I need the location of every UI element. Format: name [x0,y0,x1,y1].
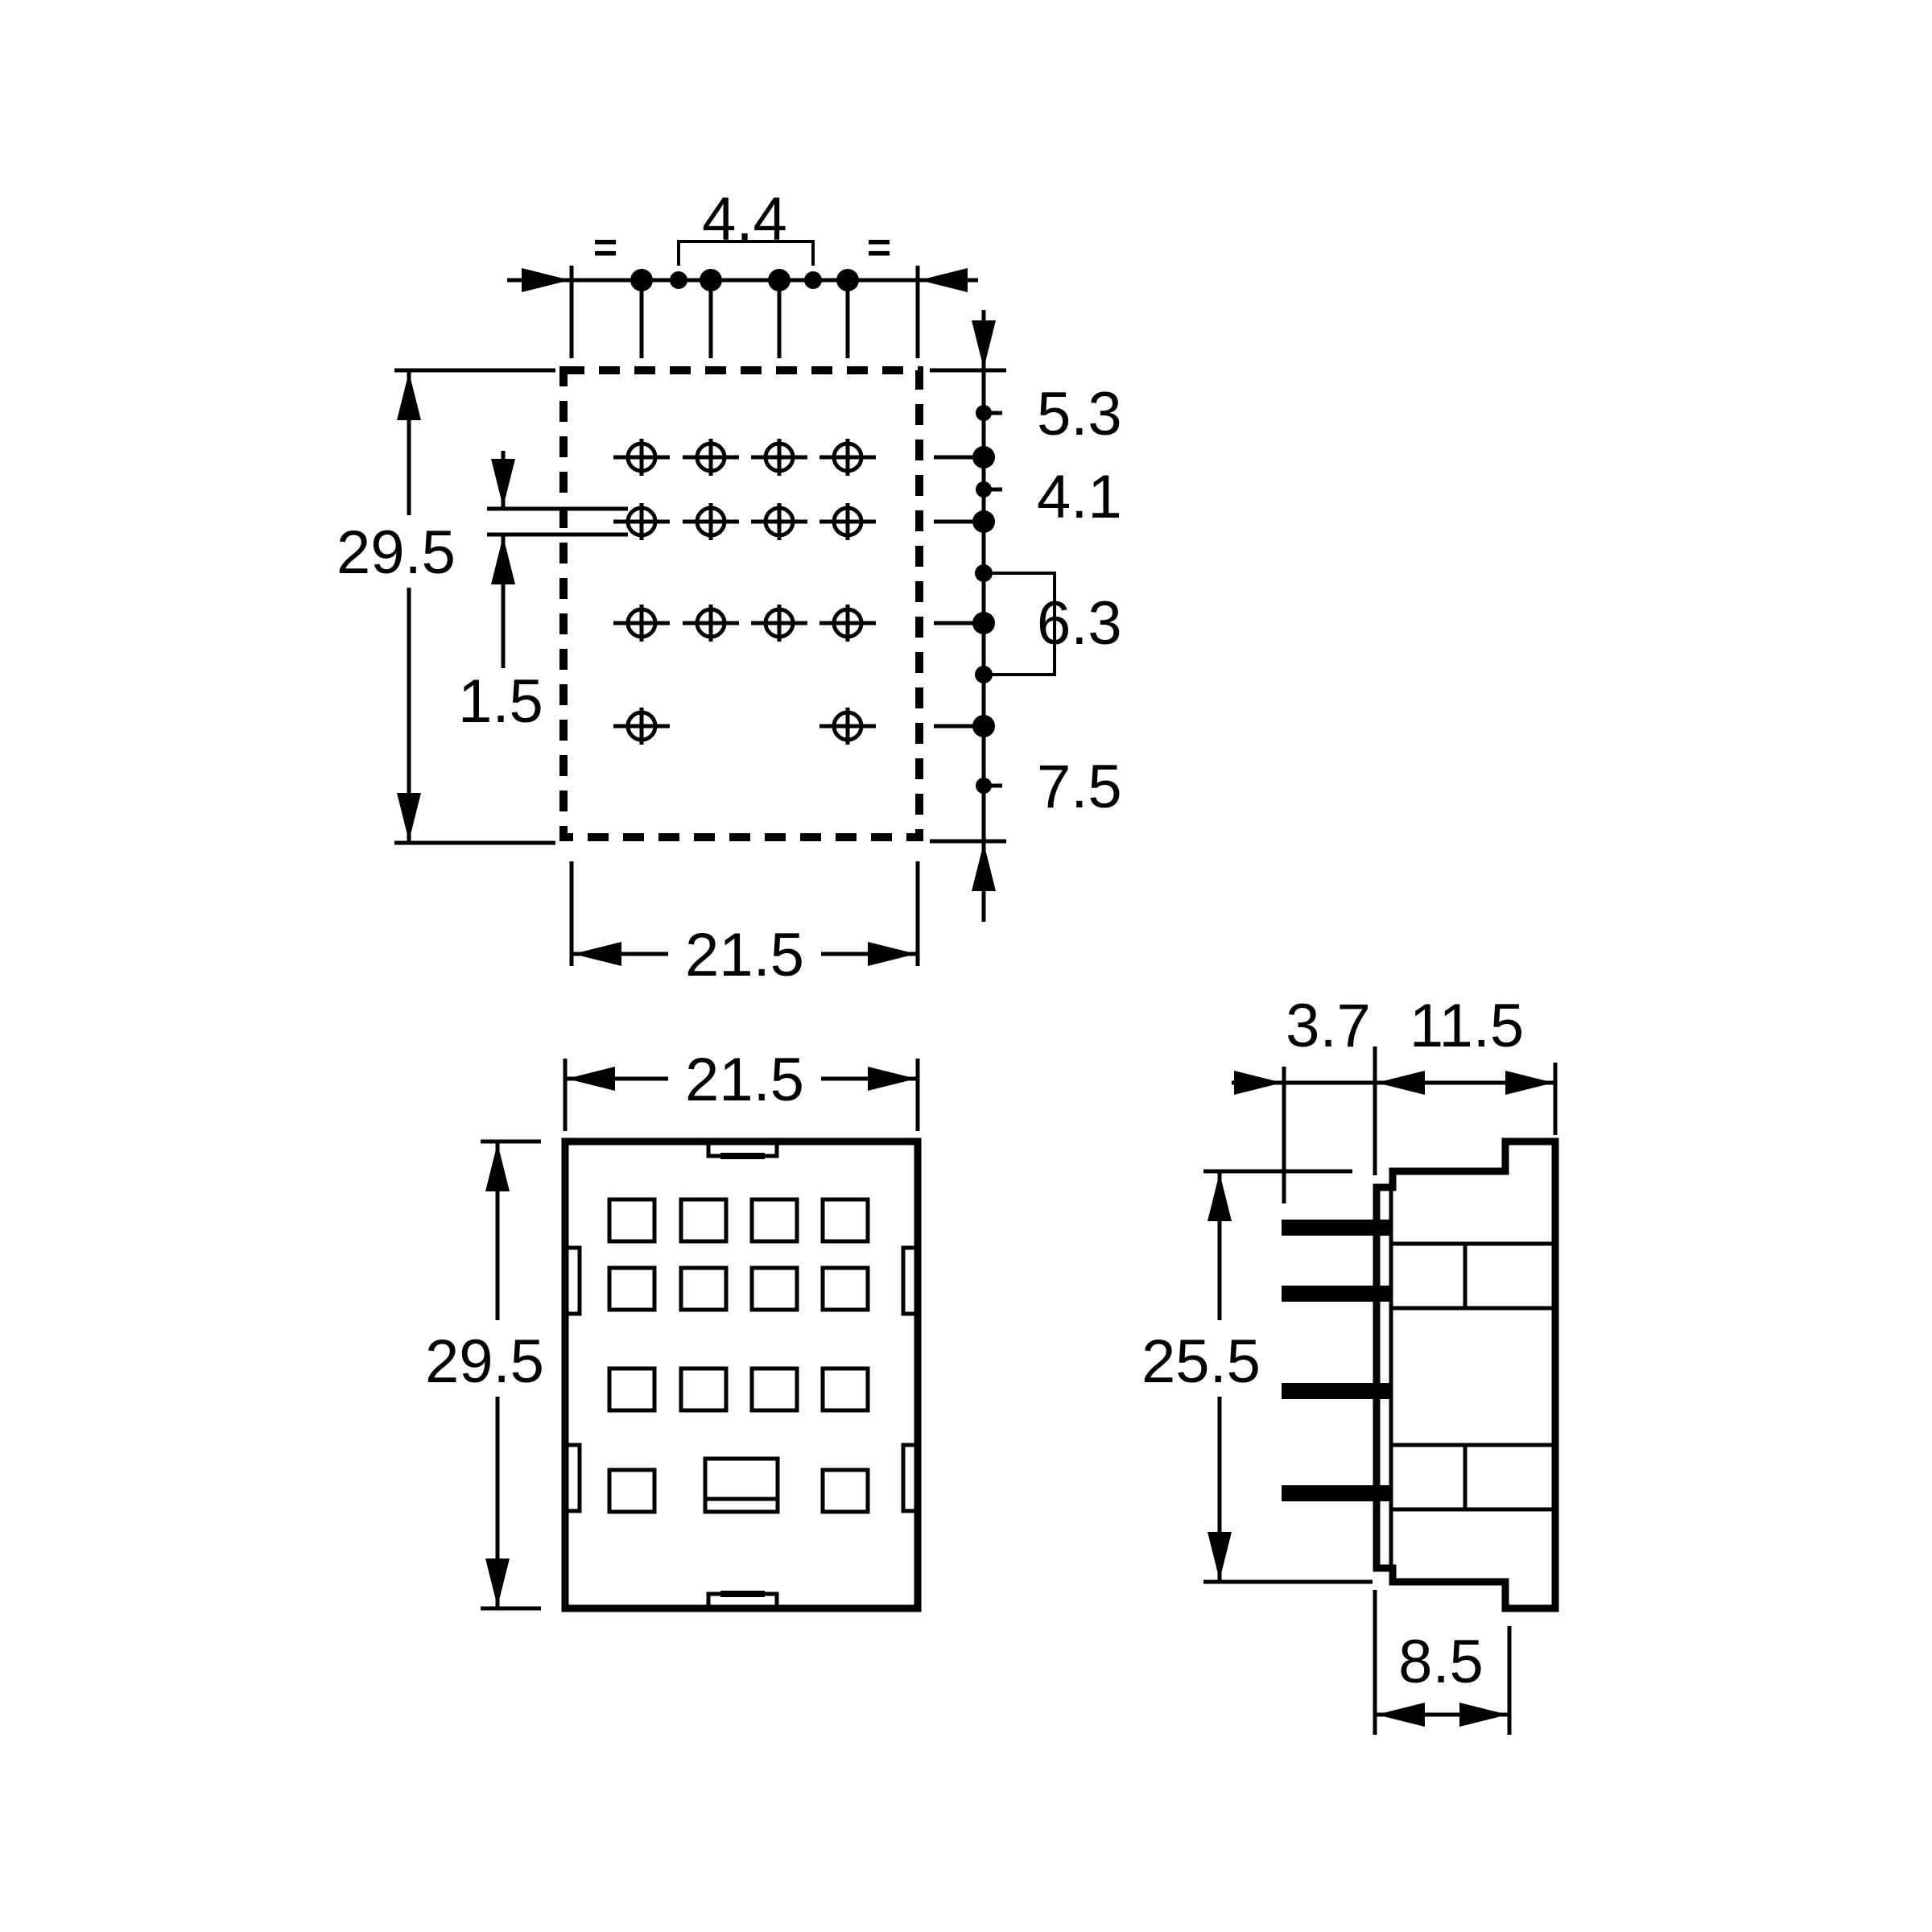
pin-hole [613,708,670,745]
pin-hole [819,708,876,745]
center-key-slot [703,1456,780,1514]
pitch-dimension-chain [507,240,978,358]
terminal-slot [679,1197,729,1244]
terminal-slot [820,1468,870,1514]
terminal-slot [607,1265,657,1312]
terminal-slot [607,1468,657,1514]
pad-spacing-label: 1.5 [458,667,543,736]
side-height-dimension [1203,1169,1373,1584]
pcb-height-label: 29.5 [336,518,456,587]
pcb-height-dimension [394,368,555,845]
side-compartments [1393,1241,1554,1512]
side-view [1203,1046,1559,1735]
terminal-slot [820,1366,870,1413]
equal-mark-left: = [593,225,617,271]
pin-hole [819,605,876,642]
pin-hole [613,503,670,540]
pin-hole [613,439,670,476]
pin-length-label: 3.7 [1286,992,1371,1060]
right-latch [901,1245,919,1316]
side-top-dimensions [1232,1046,1558,1203]
terminal-slot [820,1265,870,1312]
terminal-slots [607,1197,870,1514]
left-latch [564,1443,582,1513]
row-spacing-label-1: 5.3 [1037,380,1122,448]
pcb-outline [559,366,923,841]
pcb-width-label: 21.5 [685,921,804,989]
pin-hole [751,503,807,540]
pad-spacing-dimension [487,451,628,668]
pin-span-label: 25.5 [1141,1327,1261,1396]
side-base-dimension [1373,1590,1512,1735]
pin-hole [751,439,807,476]
row-spacing-label-3: 6.3 [1037,589,1122,658]
bottom-width-label: 21.5 [685,1046,804,1114]
pin-hole [751,605,807,642]
bottom-height-dimension [481,1139,541,1611]
pin-hole [613,605,670,642]
body-depth-label: 11.5 [1410,992,1524,1060]
pin-hole [819,439,876,476]
pin-hole [683,605,739,642]
row-spacing-label-4: 7.5 [1037,753,1122,821]
pin-hole [819,503,876,540]
row-dots [972,405,995,794]
pin-hole-grid [613,439,876,745]
bottom-height-label: 29.5 [425,1327,544,1396]
terminal-pins [1282,1220,1393,1501]
terminal-slot [679,1265,729,1312]
terminal-slot [749,1366,799,1413]
socket-body-outline [561,1137,922,1612]
pitch-dots [630,269,859,291]
pcb-width-dimension [569,861,920,966]
socket-side-profile [1373,1137,1559,1612]
pin-hole [683,439,739,476]
terminal-slot [679,1366,729,1413]
equal-mark-right: = [867,225,891,271]
left-latch [564,1245,582,1316]
pcb-layout-view [394,240,1056,966]
bottom-view [481,1059,922,1612]
terminal-slot [820,1197,870,1244]
pin-pitch-label: 4.4 [702,185,787,254]
base-depth-label: 8.5 [1398,1628,1484,1696]
right-latch [901,1443,919,1513]
terminal-slot [749,1197,799,1244]
terminal-slot [607,1366,657,1413]
terminal-slot [607,1197,657,1244]
bottom-width-dimension [563,1059,920,1131]
row-spacing-label-2: 4.1 [1037,463,1122,531]
pin-hole [683,503,739,540]
terminal-slot [749,1265,799,1312]
